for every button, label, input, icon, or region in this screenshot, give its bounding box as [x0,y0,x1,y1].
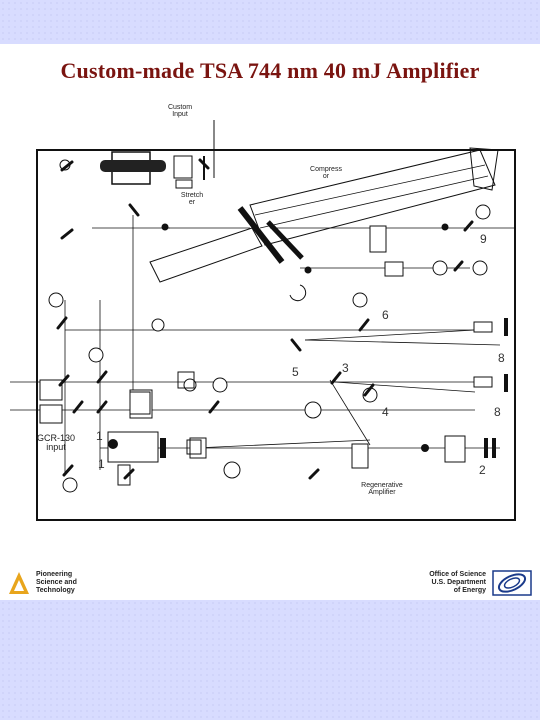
stretcher-grating [173,155,193,179]
mount-8 [473,376,493,388]
compressor-grating-1 [237,206,285,264]
gcr-laser-head [39,379,63,401]
stage-6-label: 6 [382,308,389,322]
stretcher-label: Stretch er [180,192,204,207]
stage-8a-label: 8 [498,351,505,365]
optical-layout-diagram: Custom Input Stretch er Compress or GCR-… [0,90,540,530]
stage-9-label: 9 [480,232,487,246]
rotation-mark [289,284,307,302]
stage-1a-label: 1 [96,429,103,443]
mount-6 [473,321,493,333]
regen-amplifier-label: Regenerative Amplifier [361,482,403,497]
doe-logo-icon [492,570,532,596]
mirror-group [56,158,474,480]
regen-crystal-mount [444,435,466,463]
center-box [129,391,151,415]
doe-logo-area: Office of Science U.S. Department of Ene… [424,566,532,600]
pass-6b [304,329,476,341]
end-mirror-2a [484,438,488,458]
regen-box [186,439,202,455]
custom-input-label: Custom Input [167,104,193,119]
dark-optics-group [161,223,449,274]
pump-lens [108,439,118,449]
aperture-box [177,371,195,389]
gcr-input-label: GCR-130 input [36,433,75,453]
regen-end-mirror [160,438,166,458]
slide-title: Custom-made TSA 744 nm 40 mJ Amplifier [60,58,480,83]
diag-3-to-regen [329,379,371,446]
stage-2-label: 2 [479,463,486,477]
argonne-logo-text: Pioneering Science and Technology [36,570,77,595]
optical-table-border [36,149,516,521]
stretcher-to-compressor-beam [149,227,263,283]
stage-1b-label: 1 [98,457,105,471]
compressor-beam-2 [259,175,489,229]
argonne-logo-area: Pioneering Science and Technology [8,566,100,600]
regen-diag [194,439,371,449]
stretcher-mirror [175,179,193,189]
stage-3-label: 3 [342,361,349,375]
diagram-svg [10,120,516,521]
top-background-band [0,0,540,44]
gcr-laser-body [39,404,63,424]
compressor-beam-1 [254,164,486,216]
end-mirror-6 [504,318,508,336]
compressor-prism [469,147,499,191]
bottom-background-band [0,600,540,720]
output-block [384,261,404,277]
regen-element [189,437,207,459]
stretcher-bar [100,160,166,172]
doe-logo-text: Office of Science U.S. Department of Ene… [429,570,486,595]
compressor-label: Compress or [310,166,342,181]
stage-8b-label: 8 [494,405,501,419]
regen-pockels-cell [351,443,369,469]
pass-8b [334,381,476,393]
end-mirror-2b [492,438,496,458]
stage-4-label: 4 [382,405,389,419]
stage-5-label: 5 [292,365,299,379]
end-mirror-8 [504,374,508,392]
pass-8 [304,339,501,346]
argonne-logo-icon [9,572,29,594]
compressor-block [369,225,387,253]
regen-lens [421,444,429,452]
